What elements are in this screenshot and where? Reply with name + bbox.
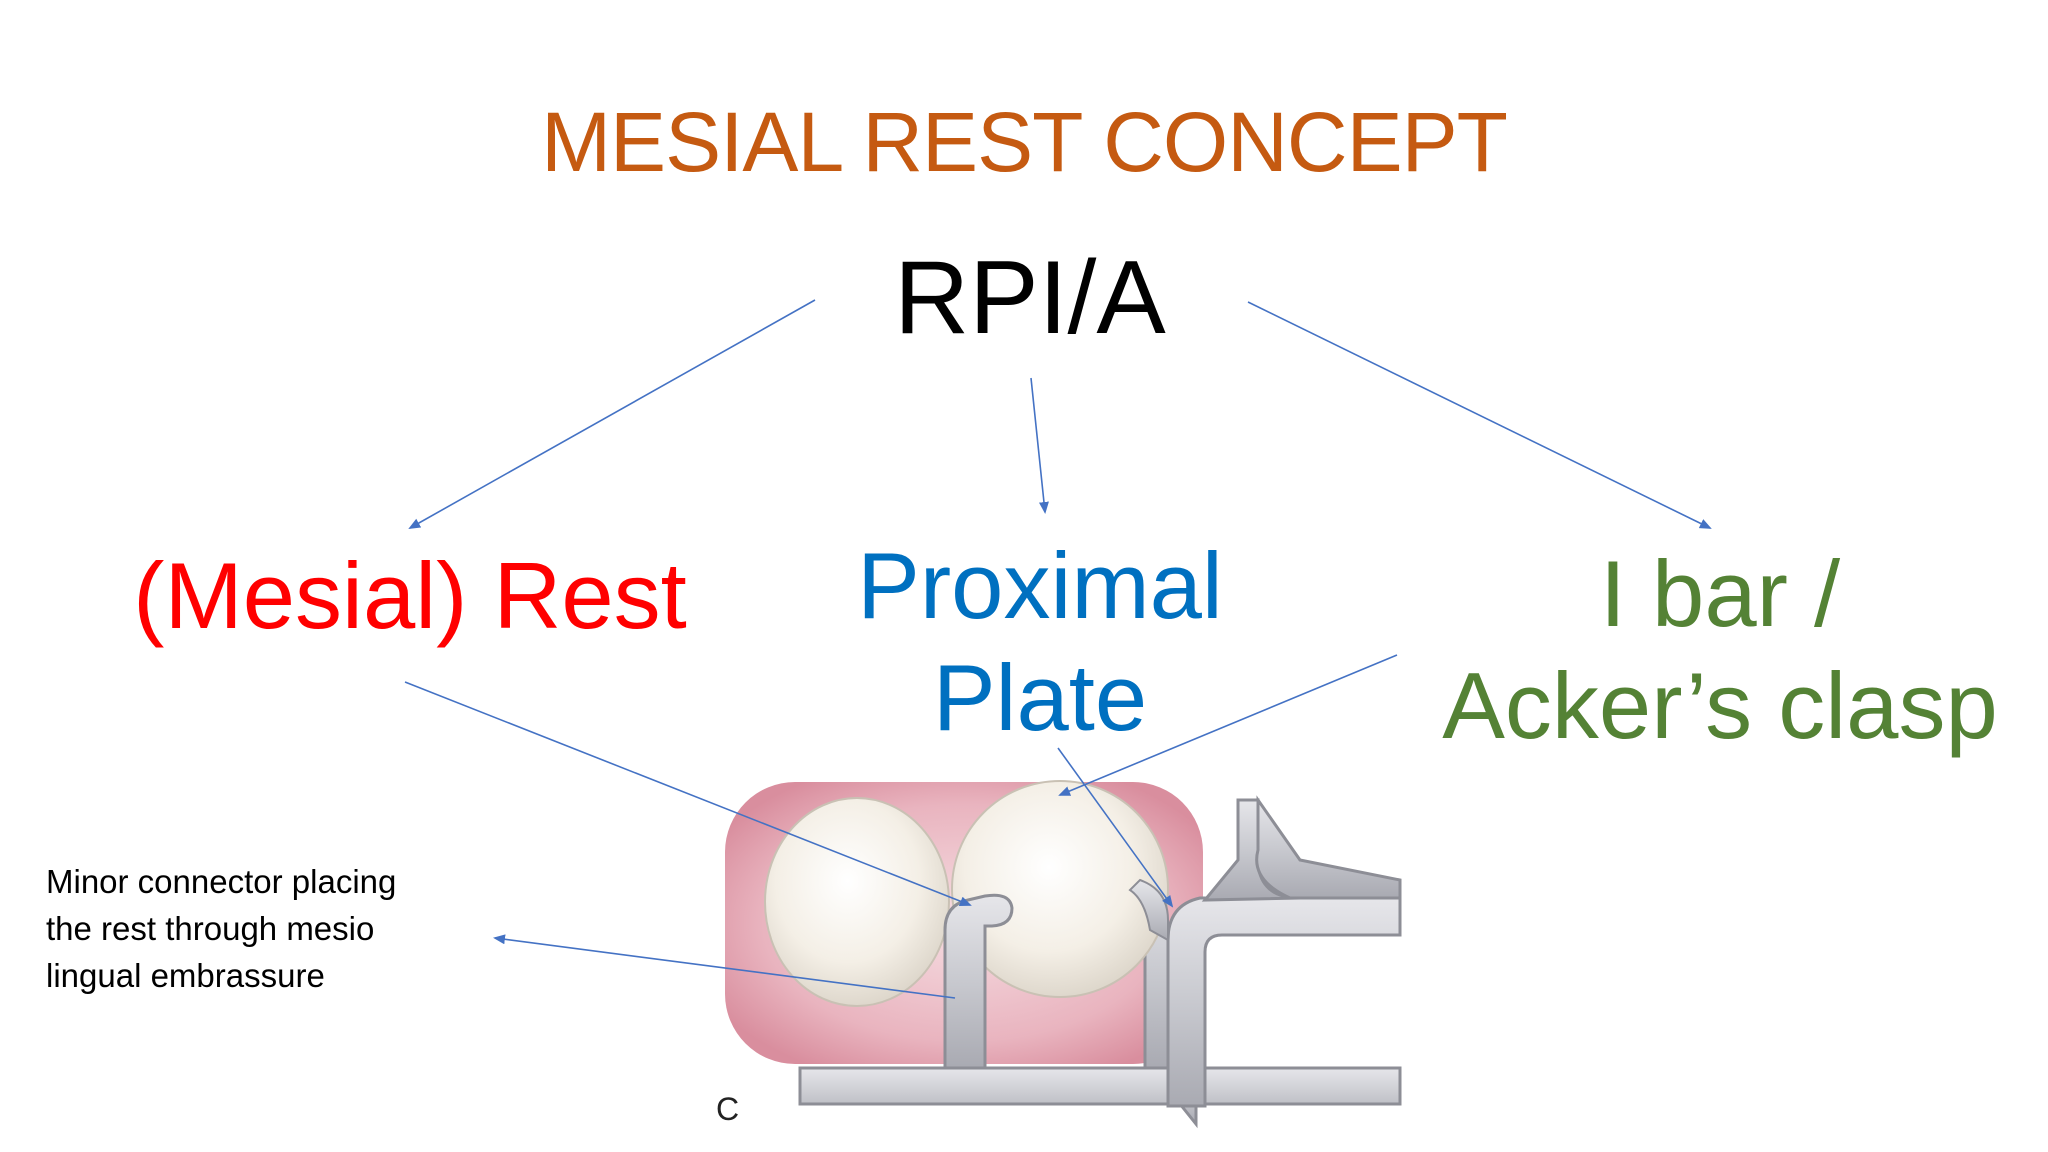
i-bar-clasp-label-line-2: Acker’s clasp [1442,653,1998,758]
arrow-rest-to-figure [404,681,972,906]
tooth-left [764,797,950,1007]
proximal-plate-shape [1128,878,1169,942]
proximal-plate-label: Proximal Plate [800,530,1280,754]
tooth-right [951,780,1169,998]
mesial-rest-minor-connector [943,893,1014,1070]
i-bar-clasp-label-line-1: I bar / [1599,541,1841,646]
arrow-clasp-to-figure [1058,654,1398,796]
slide-title: MESIAL REST CONCEPT [541,95,1508,189]
mesial-rest-label-line: (Mesial) Rest [133,543,687,648]
arrow-to-plate [1030,377,1049,514]
note-line-1: Minor connector placing [46,863,397,900]
rpia-label: RPI/A [894,240,1166,356]
mesial-rest-label: (Mesial) Rest [110,540,710,652]
note-line-2: the rest through mesio [46,910,375,947]
arrow-plate-to-figure [1057,747,1174,908]
i-bar-clasp-label: I bar / Acker’s clasp [1400,538,2040,762]
note-line-3: lingual embrassure [46,957,325,994]
minor-connector-note: Minor connector placing the rest through… [46,858,506,999]
arrow-to-rest [408,299,816,529]
proximal-plate-label-line-2: Plate [932,645,1148,750]
arrow-to-note [493,934,956,999]
figure-letter: C [716,1091,740,1127]
arrow-to-clasp [1247,301,1712,529]
proximal-plate-label-line-1: Proximal [857,533,1223,638]
